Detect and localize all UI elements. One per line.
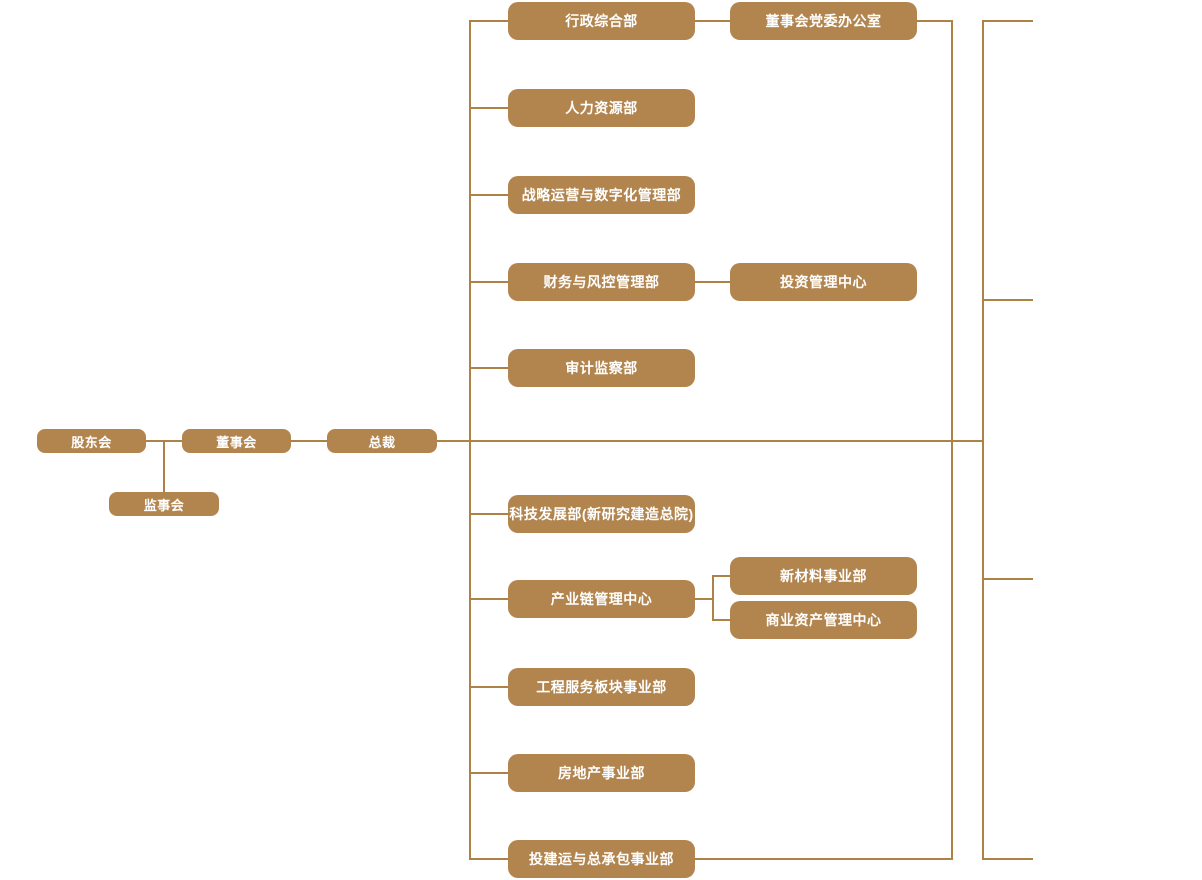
stub-audit	[469, 367, 508, 369]
node-investment-construction[interactable]: 投建运与总承包事业部	[508, 840, 695, 878]
node-commercial-assets[interactable]: 商业资产管理中心	[730, 601, 917, 639]
node-industry-chain[interactable]: 产业链管理中心	[508, 580, 695, 618]
stub-new-materials	[712, 575, 730, 577]
bracket-vertical-left	[951, 20, 953, 860]
stub-right-2	[982, 299, 1033, 301]
stub-finance	[469, 281, 508, 283]
node-engineering-services[interactable]: 工程服务板块事业部	[508, 668, 695, 706]
node-party-office[interactable]: 董事会党委办公室	[730, 2, 917, 40]
stub-commercial-assets	[712, 619, 730, 621]
connector-board-president	[291, 440, 327, 442]
node-finance[interactable]: 财务与风控管理部	[508, 263, 695, 301]
connector-supervisory-drop	[163, 441, 165, 492]
spine-departments	[469, 20, 471, 860]
stub-engineering-services	[469, 686, 508, 688]
trunk-president	[437, 440, 983, 442]
node-investment[interactable]: 投资管理中心	[730, 263, 917, 301]
stub-right-4	[982, 858, 1033, 860]
stub-industry-chain	[469, 598, 508, 600]
connector-epc-bracket	[695, 858, 953, 860]
branch-vertical-chain	[712, 575, 714, 621]
connector-party-office-bracket	[916, 20, 952, 22]
node-strategy[interactable]: 战略运营与数字化管理部	[508, 176, 695, 214]
node-president[interactable]: 总裁	[327, 429, 437, 453]
node-board[interactable]: 董事会	[182, 429, 291, 453]
stub-right-3	[982, 578, 1033, 580]
connector-chain-branch	[695, 598, 714, 600]
node-supervisory[interactable]: 监事会	[109, 492, 219, 516]
stub-investment-construction	[469, 858, 508, 860]
node-new-materials[interactable]: 新材料事业部	[730, 557, 917, 595]
stub-right-1	[982, 20, 1033, 22]
node-audit[interactable]: 审计监察部	[508, 349, 695, 387]
connector-admin-party-office	[695, 20, 730, 22]
stub-real-estate	[469, 772, 508, 774]
stub-strategy	[469, 194, 508, 196]
node-hr[interactable]: 人力资源部	[508, 89, 695, 127]
node-tech[interactable]: 科技发展部(新研究建造总院)	[508, 495, 695, 533]
node-shareholders[interactable]: 股东会	[37, 429, 146, 453]
node-admin[interactable]: 行政综合部	[508, 2, 695, 40]
distribution-vertical-right	[982, 20, 984, 860]
stub-admin	[469, 20, 508, 22]
stub-hr	[469, 107, 508, 109]
node-real-estate[interactable]: 房地产事业部	[508, 754, 695, 792]
stub-tech	[469, 513, 508, 515]
connector-finance-investment	[695, 281, 730, 283]
